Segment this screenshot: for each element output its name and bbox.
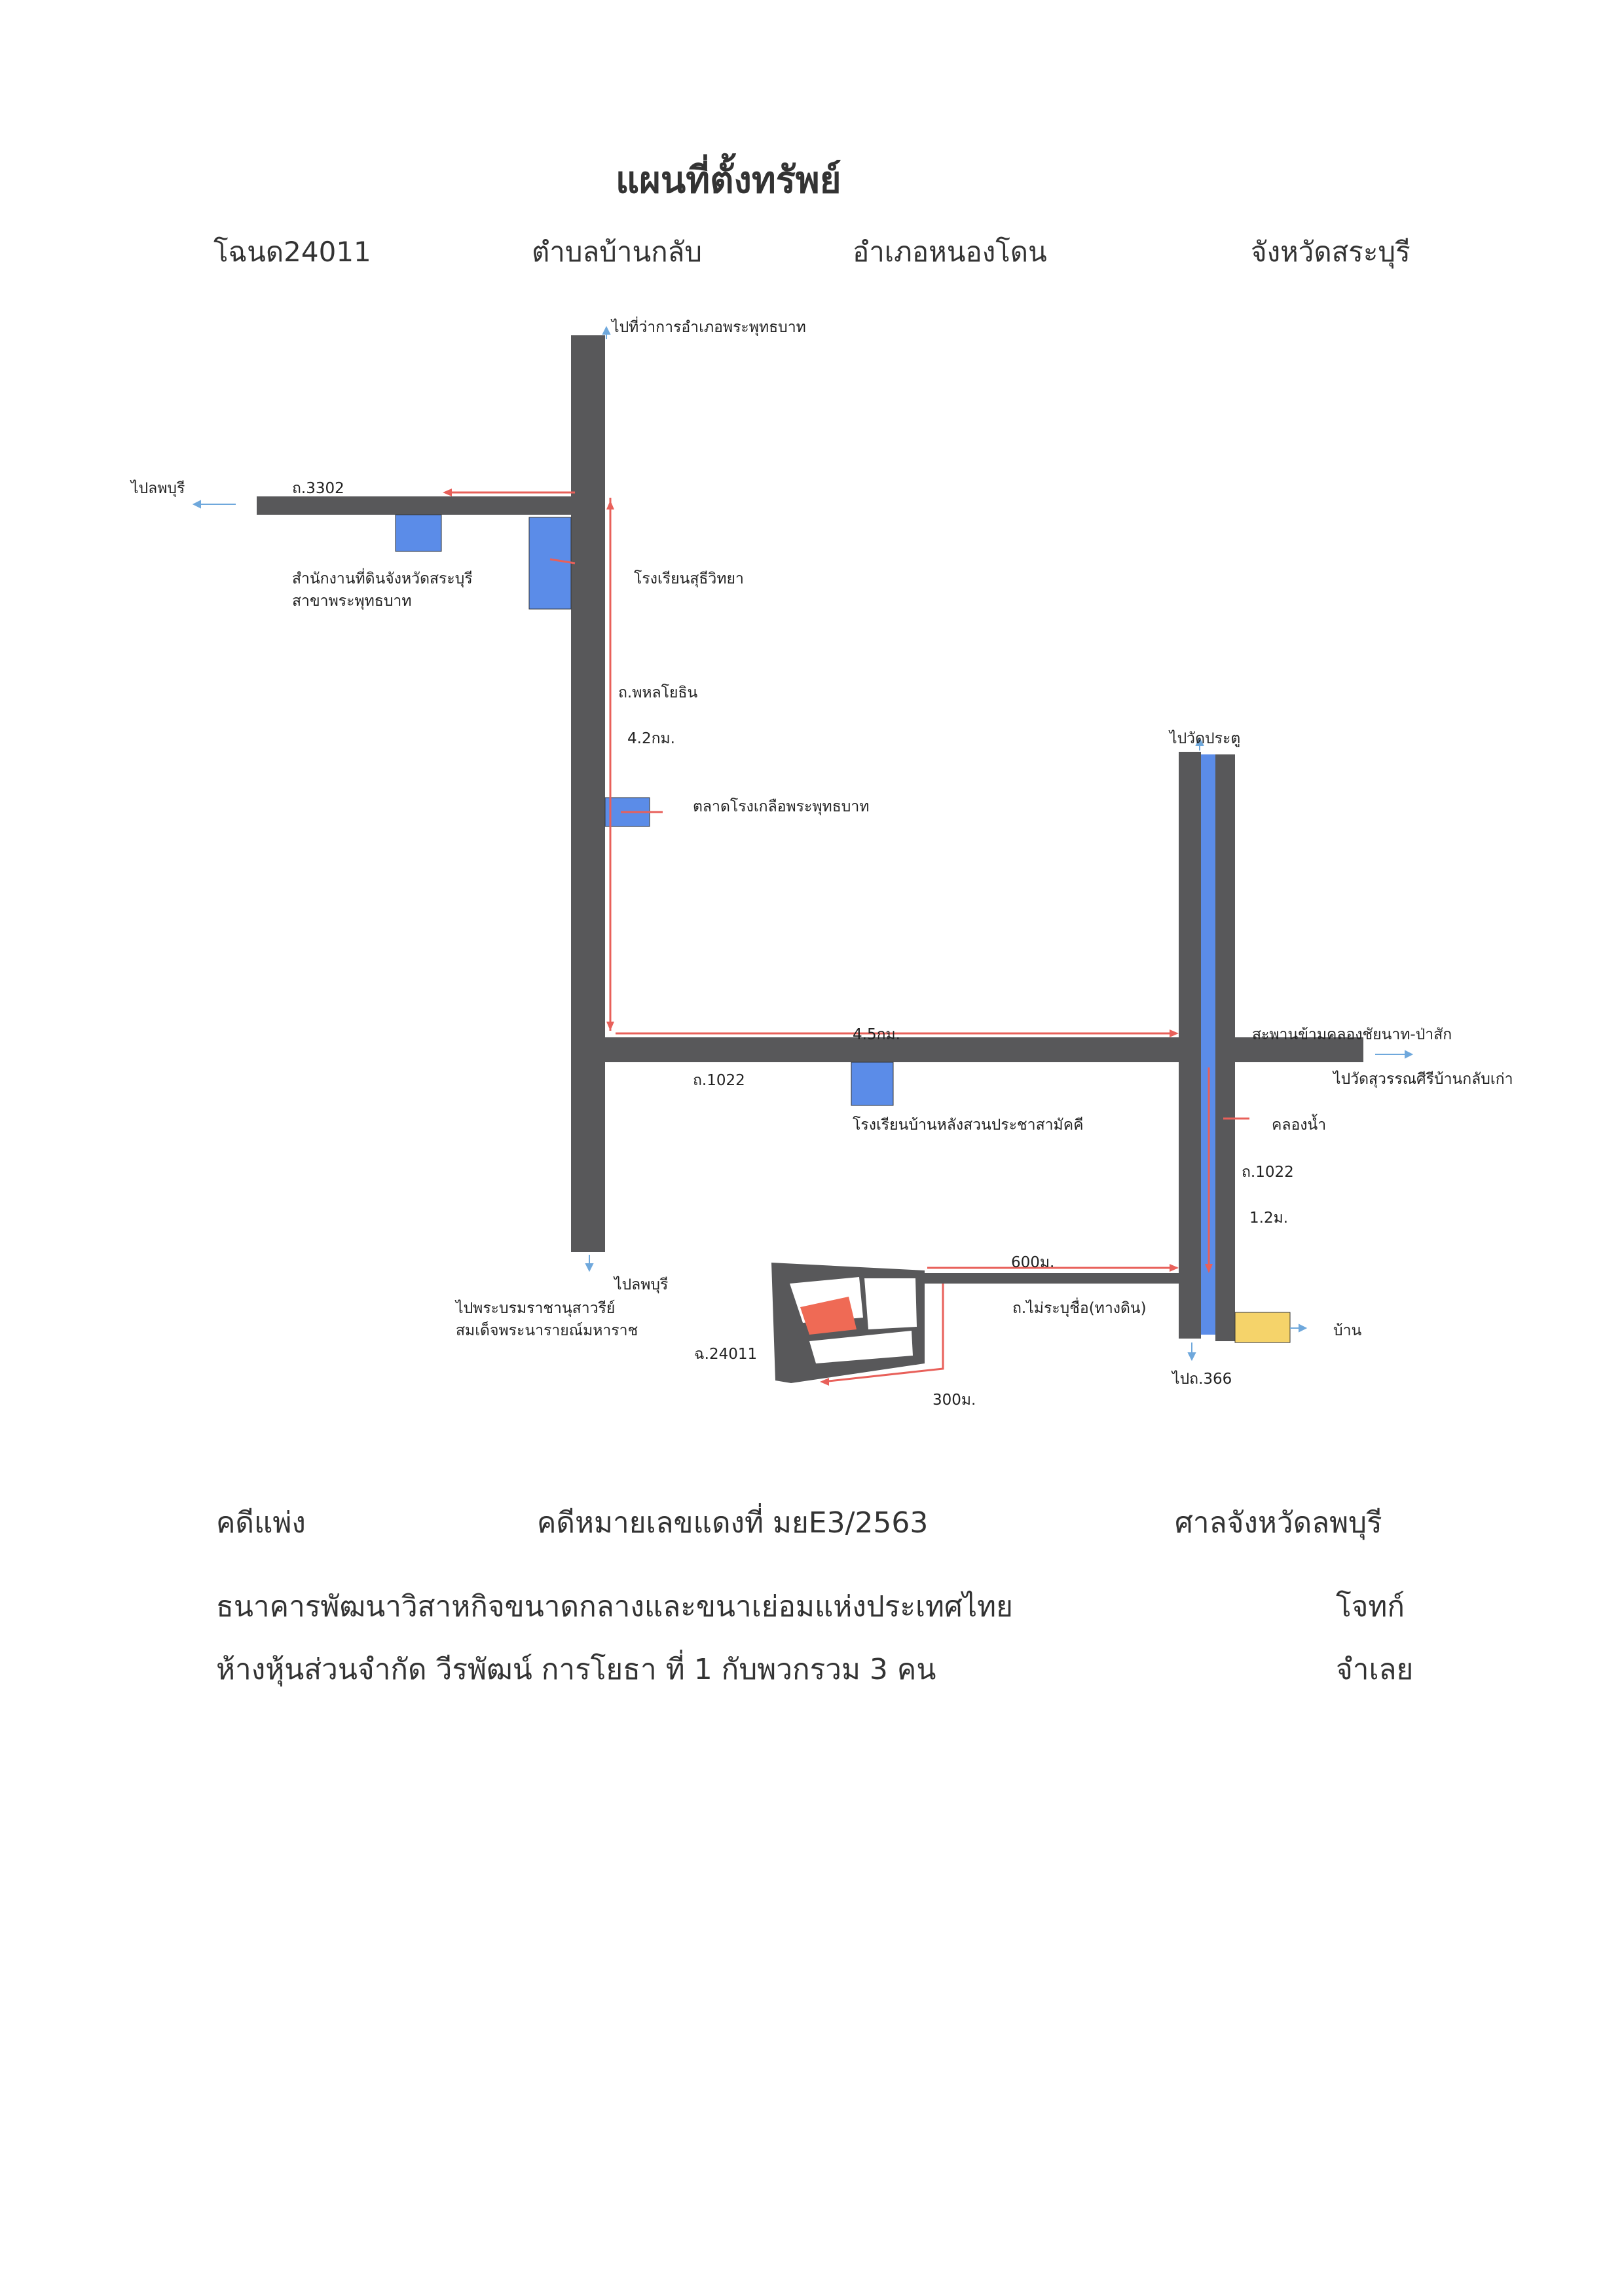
label-land-office-branch: สาขาพระพุทธบาท: [292, 593, 412, 610]
label-to-wat-pratu: ไปวัดประตู: [1170, 730, 1241, 747]
plaintiff-role: โจทก์: [1336, 1590, 1405, 1623]
defendant-name: ห้างหุ้นส่วนจำกัด วีรพัฒน์ การโยธา ที่ 1…: [216, 1653, 936, 1686]
case-type: คดีแพ่ง: [216, 1506, 306, 1540]
road-1022-east-lane: [1215, 754, 1235, 1341]
direction-arrows: [192, 325, 1414, 1361]
road-1022-west-lane: [1179, 752, 1201, 1339]
label-deed-24011: ฉ.24011: [694, 1346, 758, 1363]
label-to-monument-line2: สมเด็จพระนารายณ์มหาราช: [456, 1322, 638, 1339]
label-canal: คลองน้ำ: [1272, 1117, 1327, 1134]
school-ban-lang-building: [851, 1062, 894, 1106]
road-1022-horizontal: [571, 1037, 1363, 1062]
label-school-suthi: โรงเรียนสุธีวิทยา: [634, 570, 744, 587]
label-to-wat-suwan: ไปวัดสุวรรณศีรีบ้านกลับเก่า: [1333, 1071, 1513, 1088]
label-distance-600m: 600ม.: [1011, 1254, 1055, 1271]
road-3302: [257, 496, 605, 515]
property-plot: [771, 1263, 925, 1383]
route-lines: [445, 491, 1249, 1383]
house-building: [1234, 1312, 1291, 1343]
land-office-building: [395, 514, 442, 552]
case-number: คดีหมายเลขแดงที่ มยE3/2563: [537, 1506, 929, 1540]
district: อำเภอหนองโดน: [853, 236, 1047, 268]
label-unnamed-road: ถ.ไม่ระบุชื่อ(ทางดิน): [1012, 1300, 1147, 1317]
route-arrowheads: [443, 489, 1213, 1386]
deed-number: โฉนด24011: [213, 236, 371, 268]
label-distance-4-5km: 4.5กม.: [853, 1026, 900, 1043]
label-school-ban-lang: โรงเรียนบ้านหลังสวนประชาสามัคคี: [853, 1117, 1084, 1134]
label-distance-1-2m: 1.2ม.: [1249, 1210, 1289, 1227]
label-to-monument-line1: ไปพระบรมราชานุสาวรีย์: [456, 1300, 616, 1317]
label-road-phahonyothin: ถ.พหลโยธิน: [618, 684, 698, 701]
label-distance-4-2km: 4.2กม.: [627, 730, 675, 747]
label-bridge: สะพานข้ามคลองชัยนาท-ป่าสัก: [1252, 1026, 1452, 1043]
label-to-district-office: ไปที่ว่าการอำเภอพระพุทธบาท: [612, 319, 806, 336]
subdistrict: ตำบลบ้านกลับ: [532, 236, 703, 268]
label-distance-300m: 300ม.: [932, 1392, 976, 1409]
province: จังหวัดสระบุรี: [1251, 236, 1411, 268]
label-road-1022-horizontal: ถ.1022: [693, 1072, 745, 1089]
court-name: ศาลจังหวัดลพบุรี: [1175, 1506, 1382, 1540]
school-suthi-building: [528, 517, 572, 610]
label-salt-market: ตลาดโรงเกลือพระพุทธบาท: [693, 798, 870, 815]
canal: [1201, 754, 1215, 1335]
label-to-lopburi-south: ไปลพบุรี: [614, 1276, 669, 1293]
label-to-road-366: ไปถ.366: [1172, 1371, 1232, 1388]
label-road-1022-vertical: ถ.1022: [1242, 1164, 1294, 1181]
label-to-lopburi-west: ไปลพบุรี: [131, 480, 185, 497]
page-title: แผนที่ตั้งทรัพย์: [616, 159, 841, 202]
label-land-office: สำนักงานที่ดินจังหวัดสระบุรี: [292, 570, 473, 587]
plaintiff-name: ธนาคารพัฒนาวิสาหกิจขนาดกลางและขนาเย่อมแห…: [216, 1590, 1013, 1623]
road-phahonyothin: [571, 335, 605, 1252]
unnamed-dirt-road: [923, 1273, 1179, 1284]
defendant-role: จำเลย: [1336, 1653, 1414, 1686]
label-house: บ้าน: [1333, 1322, 1362, 1339]
label-road-3302: ถ.3302: [292, 480, 344, 497]
